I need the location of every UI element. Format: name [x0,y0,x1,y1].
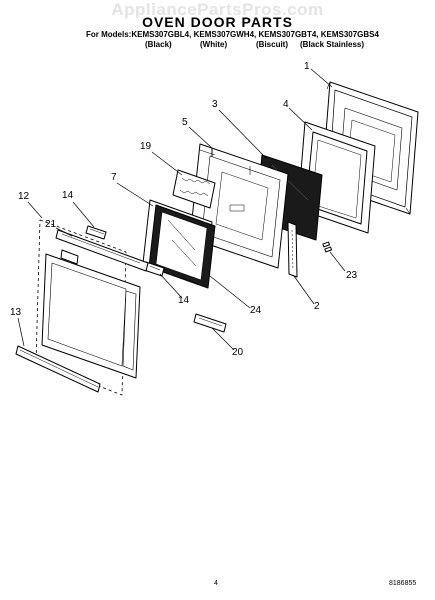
door-handle [15,345,101,393]
callout-label: 21 [45,219,57,230]
callout-label: 24 [250,305,262,316]
callout-label: 4 [283,99,289,110]
screw [322,241,333,253]
callout-label: 1 [304,61,310,72]
models-line: For Models:KEMS307GBL4, KEMS307GWH4, KEM… [86,30,379,39]
callout-label: 14 [62,190,74,201]
callout-label: 7 [111,172,117,183]
document-number: 8186855 [389,580,417,587]
inner-baffle [189,143,289,269]
callout-label: 19 [140,141,152,152]
callout-label: 13 [10,307,22,318]
callout-label: 5 [182,117,188,128]
finish-label: (Black Stainless) [300,40,365,49]
finish-label: (White) [200,40,228,49]
callout-label: 2 [314,301,320,312]
clip-upper [85,225,107,240]
insulation-panel [172,169,216,209]
finish-label: (Black) [145,40,172,49]
leader-lines [17,68,346,351]
callout-label: 23 [346,270,358,281]
finish-label: (Biscuit) [256,40,288,49]
hinge-channel [287,221,298,278]
front-glass-assembly-outline [35,219,127,396]
glass-pack [142,199,216,289]
callout-label: 3 [212,99,218,110]
page-number: 4 [214,580,218,587]
page-title: OVEN DOOR PARTS [142,14,293,30]
callout-label: 20 [232,347,244,358]
watermark: AppliancePartsPros.com [111,0,324,19]
callout-label: 14 [178,295,190,306]
callout-label: 12 [18,191,30,202]
trim-strip [193,313,227,333]
front-glass [41,249,141,379]
